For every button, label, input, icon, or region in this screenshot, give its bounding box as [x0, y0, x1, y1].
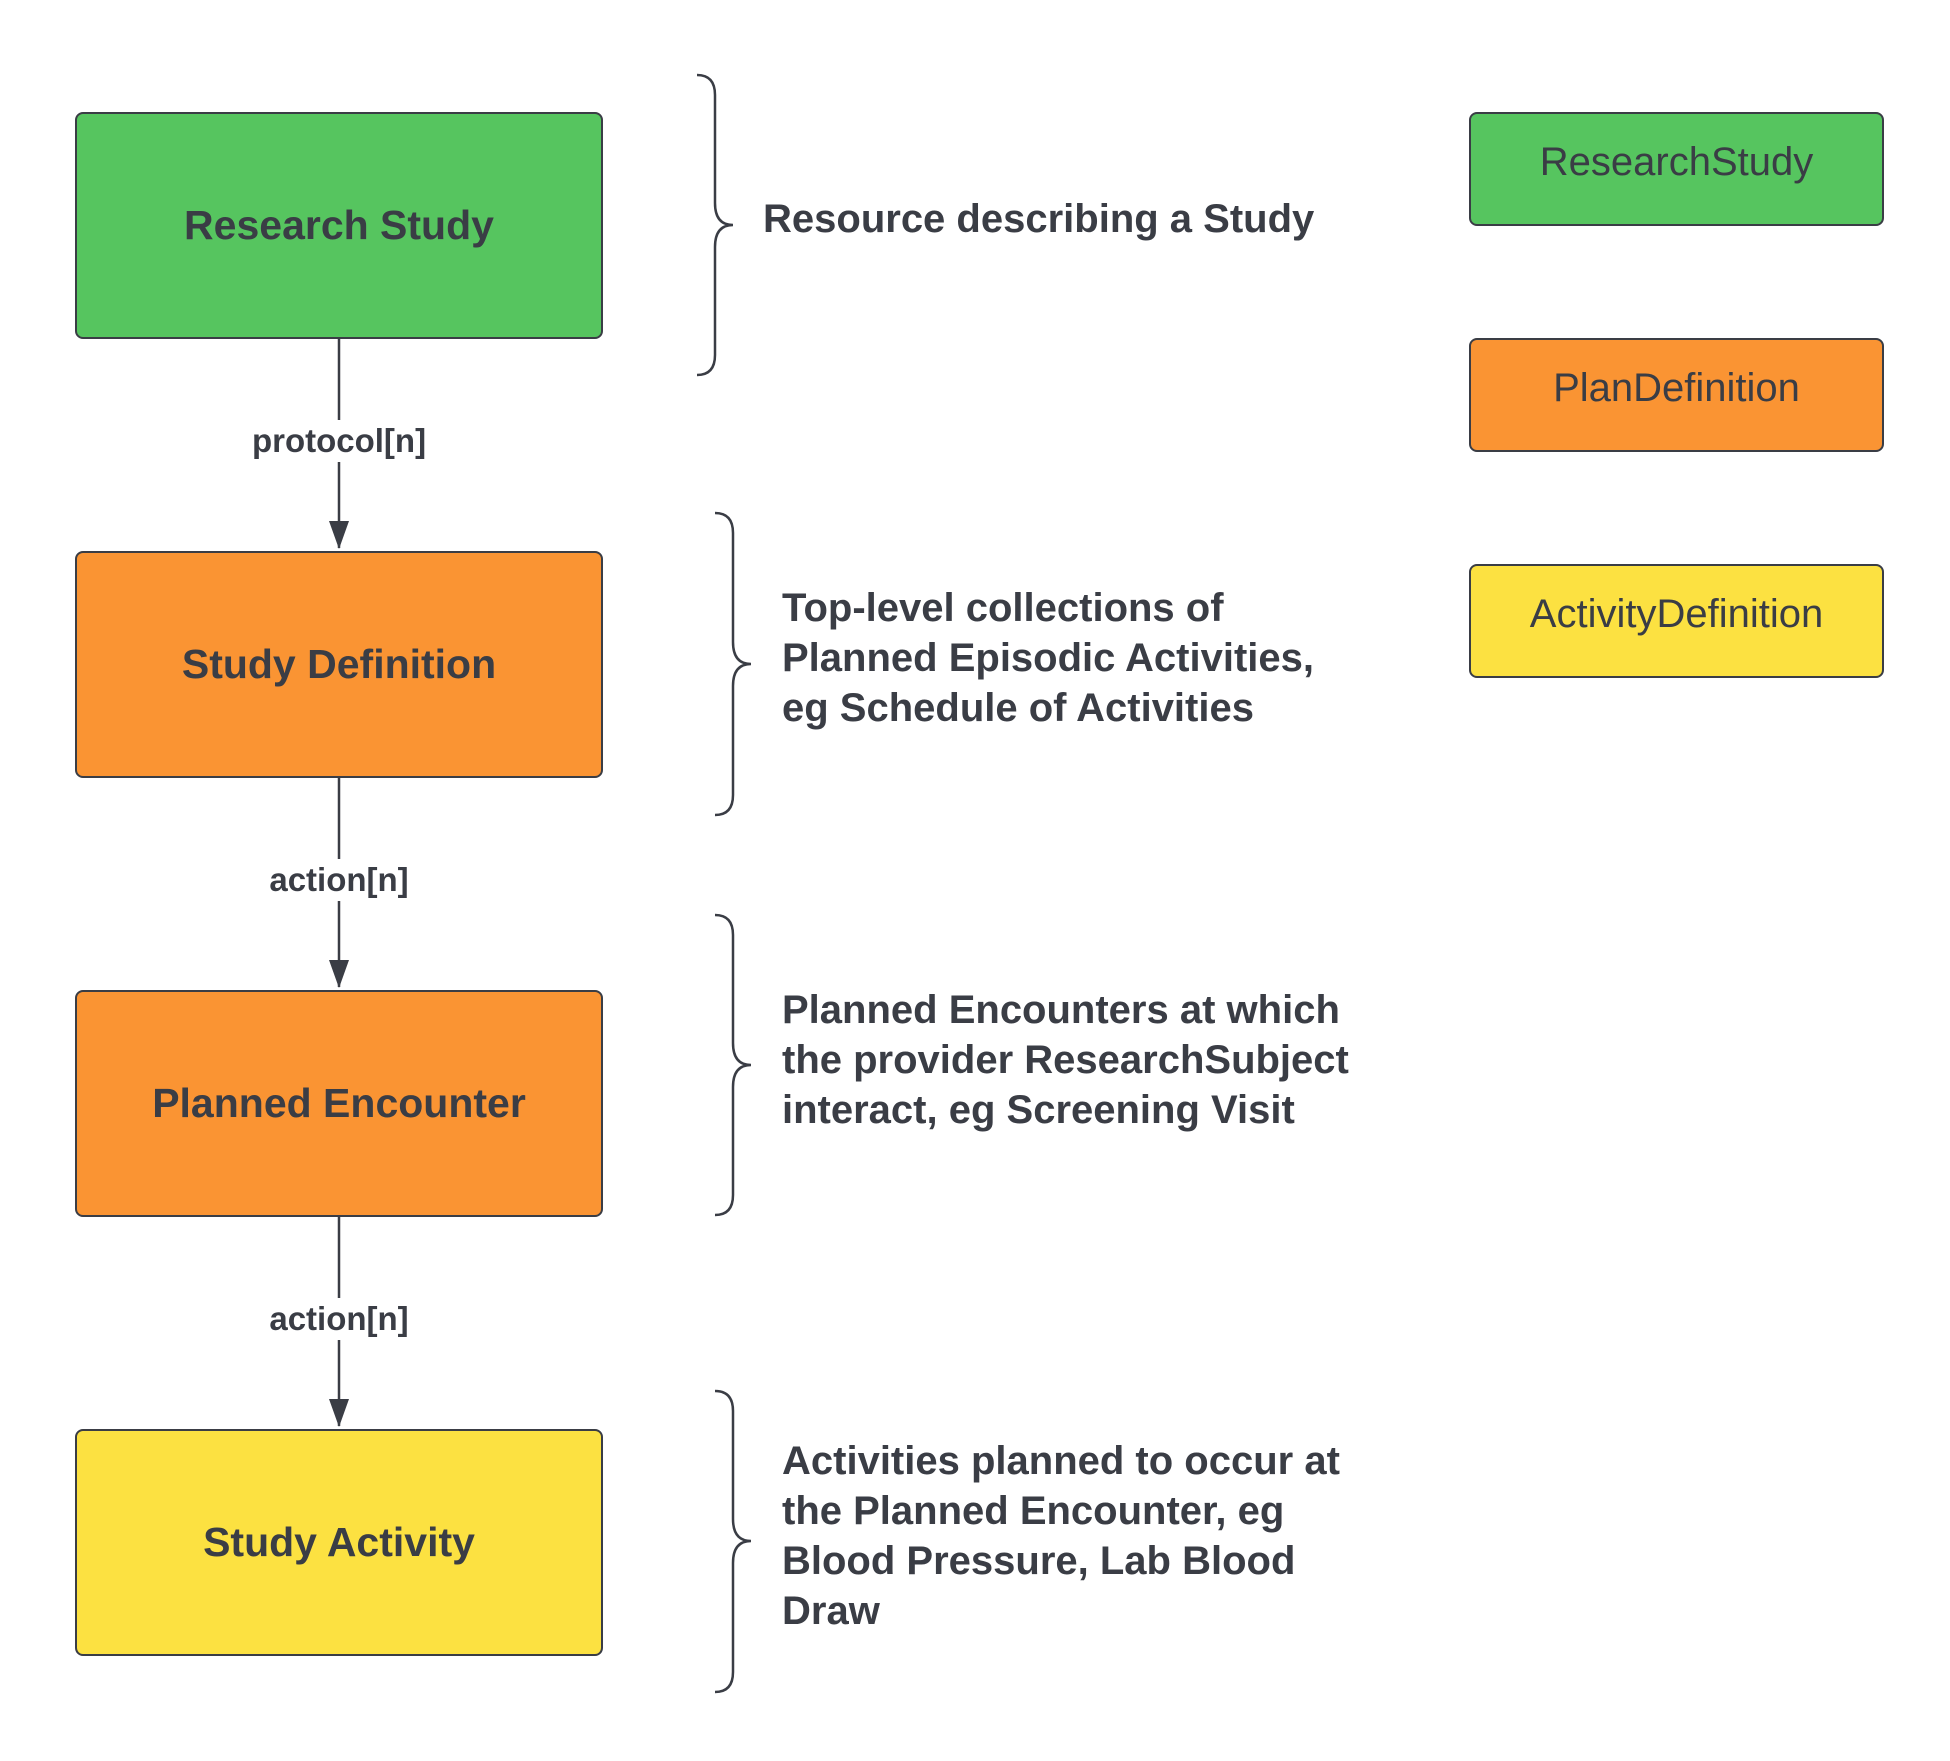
edge-label-action: action[n] — [269, 1298, 409, 1340]
edge-label-action: action[n] — [269, 859, 409, 901]
description-study-activity: Activities planned to occur at the Plann… — [782, 1439, 1340, 1633]
legend-activity-definition: ActivityDefinition — [1469, 564, 1884, 678]
node-planned-encounter: Planned Encounter — [75, 990, 603, 1217]
arrowhead-icon — [329, 521, 349, 549]
node-study-activity: Study Activity — [75, 1429, 603, 1656]
description-study-definition: Top-level collections of Planned Episodi… — [782, 586, 1314, 730]
description-planned-encounter: Planned Encounters at which the provider… — [782, 988, 1349, 1132]
edge-label-protocol: protocol[n] — [251, 420, 427, 462]
arrowhead-icon — [329, 1399, 349, 1427]
legend-research-study: ResearchStudy — [1469, 112, 1884, 226]
brace-study-activity — [714, 1389, 752, 1694]
legend-plan-definition: PlanDefinition — [1469, 338, 1884, 452]
brace-planned-encounter — [714, 913, 752, 1217]
node-research-study: Research Study — [75, 112, 603, 339]
brace-research-study — [696, 73, 734, 377]
node-study-definition: Study Definition — [75, 551, 603, 778]
description-research-study: Resource describing a Study — [763, 197, 1315, 241]
arrowhead-icon — [329, 960, 349, 988]
brace-study-definition — [714, 511, 752, 817]
